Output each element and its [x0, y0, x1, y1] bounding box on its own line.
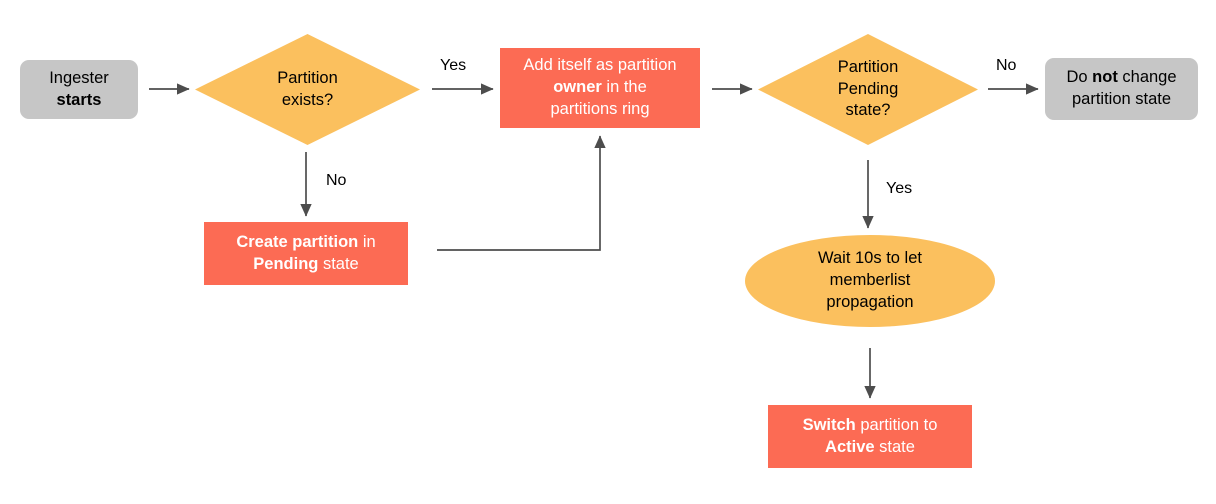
edge-label-exists-no: No: [326, 172, 347, 189]
edge-label-exists-yes: Yes: [440, 57, 467, 74]
edge-create-loopback-to-add-owner: [437, 135, 606, 251]
diamond-shape: [758, 34, 978, 145]
edge-label-pending-yes: Yes: [886, 180, 913, 197]
edge-label-pending-no: No: [996, 57, 1017, 74]
diamond-shape: [195, 34, 420, 145]
